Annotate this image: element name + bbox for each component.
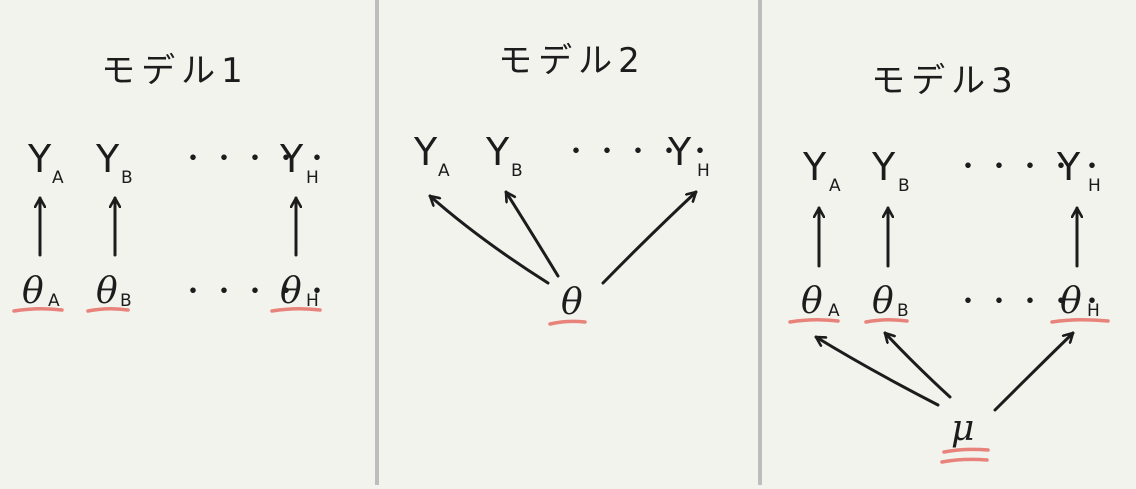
- theta-symbol: θ: [561, 282, 583, 323]
- y-symbol: Y: [871, 145, 896, 189]
- y-node-a: Y A: [27, 137, 64, 188]
- y-subscript: A: [438, 161, 450, 181]
- arrow-mu-to-theta-b: [883, 331, 952, 399]
- y-subscript: A: [52, 168, 64, 188]
- theta-symbol: θ: [872, 281, 894, 322]
- arrow-theta-to-y-b: [504, 190, 560, 278]
- theta-symbol: θ: [96, 271, 118, 312]
- y-symbol: Y: [95, 137, 120, 181]
- theta-subscript: H: [1087, 301, 1100, 321]
- y-subscript: B: [511, 161, 523, 181]
- arrow-theta-to-y-a: [428, 194, 550, 285]
- panel-title: モデル3: [871, 61, 1019, 101]
- theta-subscript: B: [120, 291, 132, 311]
- y-symbol: Y: [802, 145, 827, 189]
- y-symbol: Y: [667, 130, 692, 174]
- theta-underline: [864, 317, 909, 324]
- y-subscript: H: [1088, 176, 1101, 196]
- arrow-mu-to-theta-a: [814, 335, 940, 407]
- mu-node: μ: [940, 408, 990, 464]
- ellipsis: ・・・・・: [563, 137, 718, 167]
- theta-node-a: θ A: [12, 271, 64, 313]
- theta-underline: [12, 306, 64, 313]
- panel-title: モデル2: [498, 41, 646, 81]
- y-node-h: Y H: [279, 137, 319, 188]
- theta-node-b: θ B: [86, 271, 132, 313]
- theta-symbol: θ: [22, 271, 44, 312]
- y-subscript: H: [697, 161, 710, 181]
- arrow-theta-to-y-h: [601, 190, 698, 285]
- y-node-a: Y A: [413, 130, 450, 181]
- y-subscript: B: [898, 176, 910, 196]
- theta-node: θ: [548, 282, 587, 326]
- theta-symbol: θ: [801, 281, 823, 322]
- mu-symbol: μ: [951, 408, 974, 449]
- theta-underline: [788, 317, 840, 324]
- theta-subscript: H: [306, 291, 319, 311]
- theta-symbol: θ: [1060, 281, 1082, 322]
- theta-node-h: θ H: [270, 271, 322, 313]
- panel-title: モデル1: [101, 51, 249, 91]
- theta-node-h: θ H: [1050, 281, 1110, 324]
- mu-underline-2: [940, 457, 989, 464]
- theta-subscript: A: [828, 301, 840, 321]
- panel-model-1: モデル1 Y A Y B ・・・・・ Y H θ A θ B ・・・・・ θ: [12, 51, 335, 313]
- y-subscript: H: [306, 168, 319, 188]
- mu-underline-1: [942, 447, 990, 454]
- y-node-a: Y A: [802, 145, 841, 196]
- y-symbol: Y: [485, 130, 510, 174]
- panel-model-2: モデル2 Y A Y B ・・・・・ Y H θ: [413, 41, 718, 326]
- ellipsis: ・・・・・: [180, 144, 335, 174]
- theta-subscript: B: [897, 301, 909, 321]
- theta-underline: [270, 306, 322, 313]
- theta-underline: [86, 306, 130, 313]
- theta-underline: [1050, 317, 1110, 324]
- ellipsis: ・・・・・: [955, 287, 1110, 317]
- y-node-b: Y B: [871, 145, 910, 196]
- y-subscript: B: [121, 168, 133, 188]
- y-symbol: Y: [413, 130, 438, 174]
- theta-node-b: θ B: [864, 281, 909, 324]
- panel-model-3: モデル3 Y A Y B ・・・・・ Y H θ A θ B ・・・・・ θ: [788, 61, 1110, 464]
- theta-node-a: θ A: [788, 281, 840, 324]
- y-node-h: Y H: [1056, 145, 1101, 196]
- theta-symbol: θ: [280, 271, 302, 312]
- y-node-b: Y B: [485, 130, 523, 181]
- arrow-mu-to-theta-h: [993, 331, 1075, 412]
- y-node-h: Y H: [667, 130, 710, 181]
- ellipsis: ・・・・・: [955, 152, 1110, 182]
- ellipsis: ・・・・・: [180, 277, 335, 307]
- y-node-b: Y B: [95, 137, 133, 188]
- y-subscript: A: [829, 176, 841, 196]
- y-symbol: Y: [279, 137, 304, 181]
- y-symbol: Y: [27, 137, 52, 181]
- y-symbol: Y: [1056, 145, 1081, 189]
- theta-underline: [548, 319, 587, 326]
- theta-subscript: A: [48, 291, 60, 311]
